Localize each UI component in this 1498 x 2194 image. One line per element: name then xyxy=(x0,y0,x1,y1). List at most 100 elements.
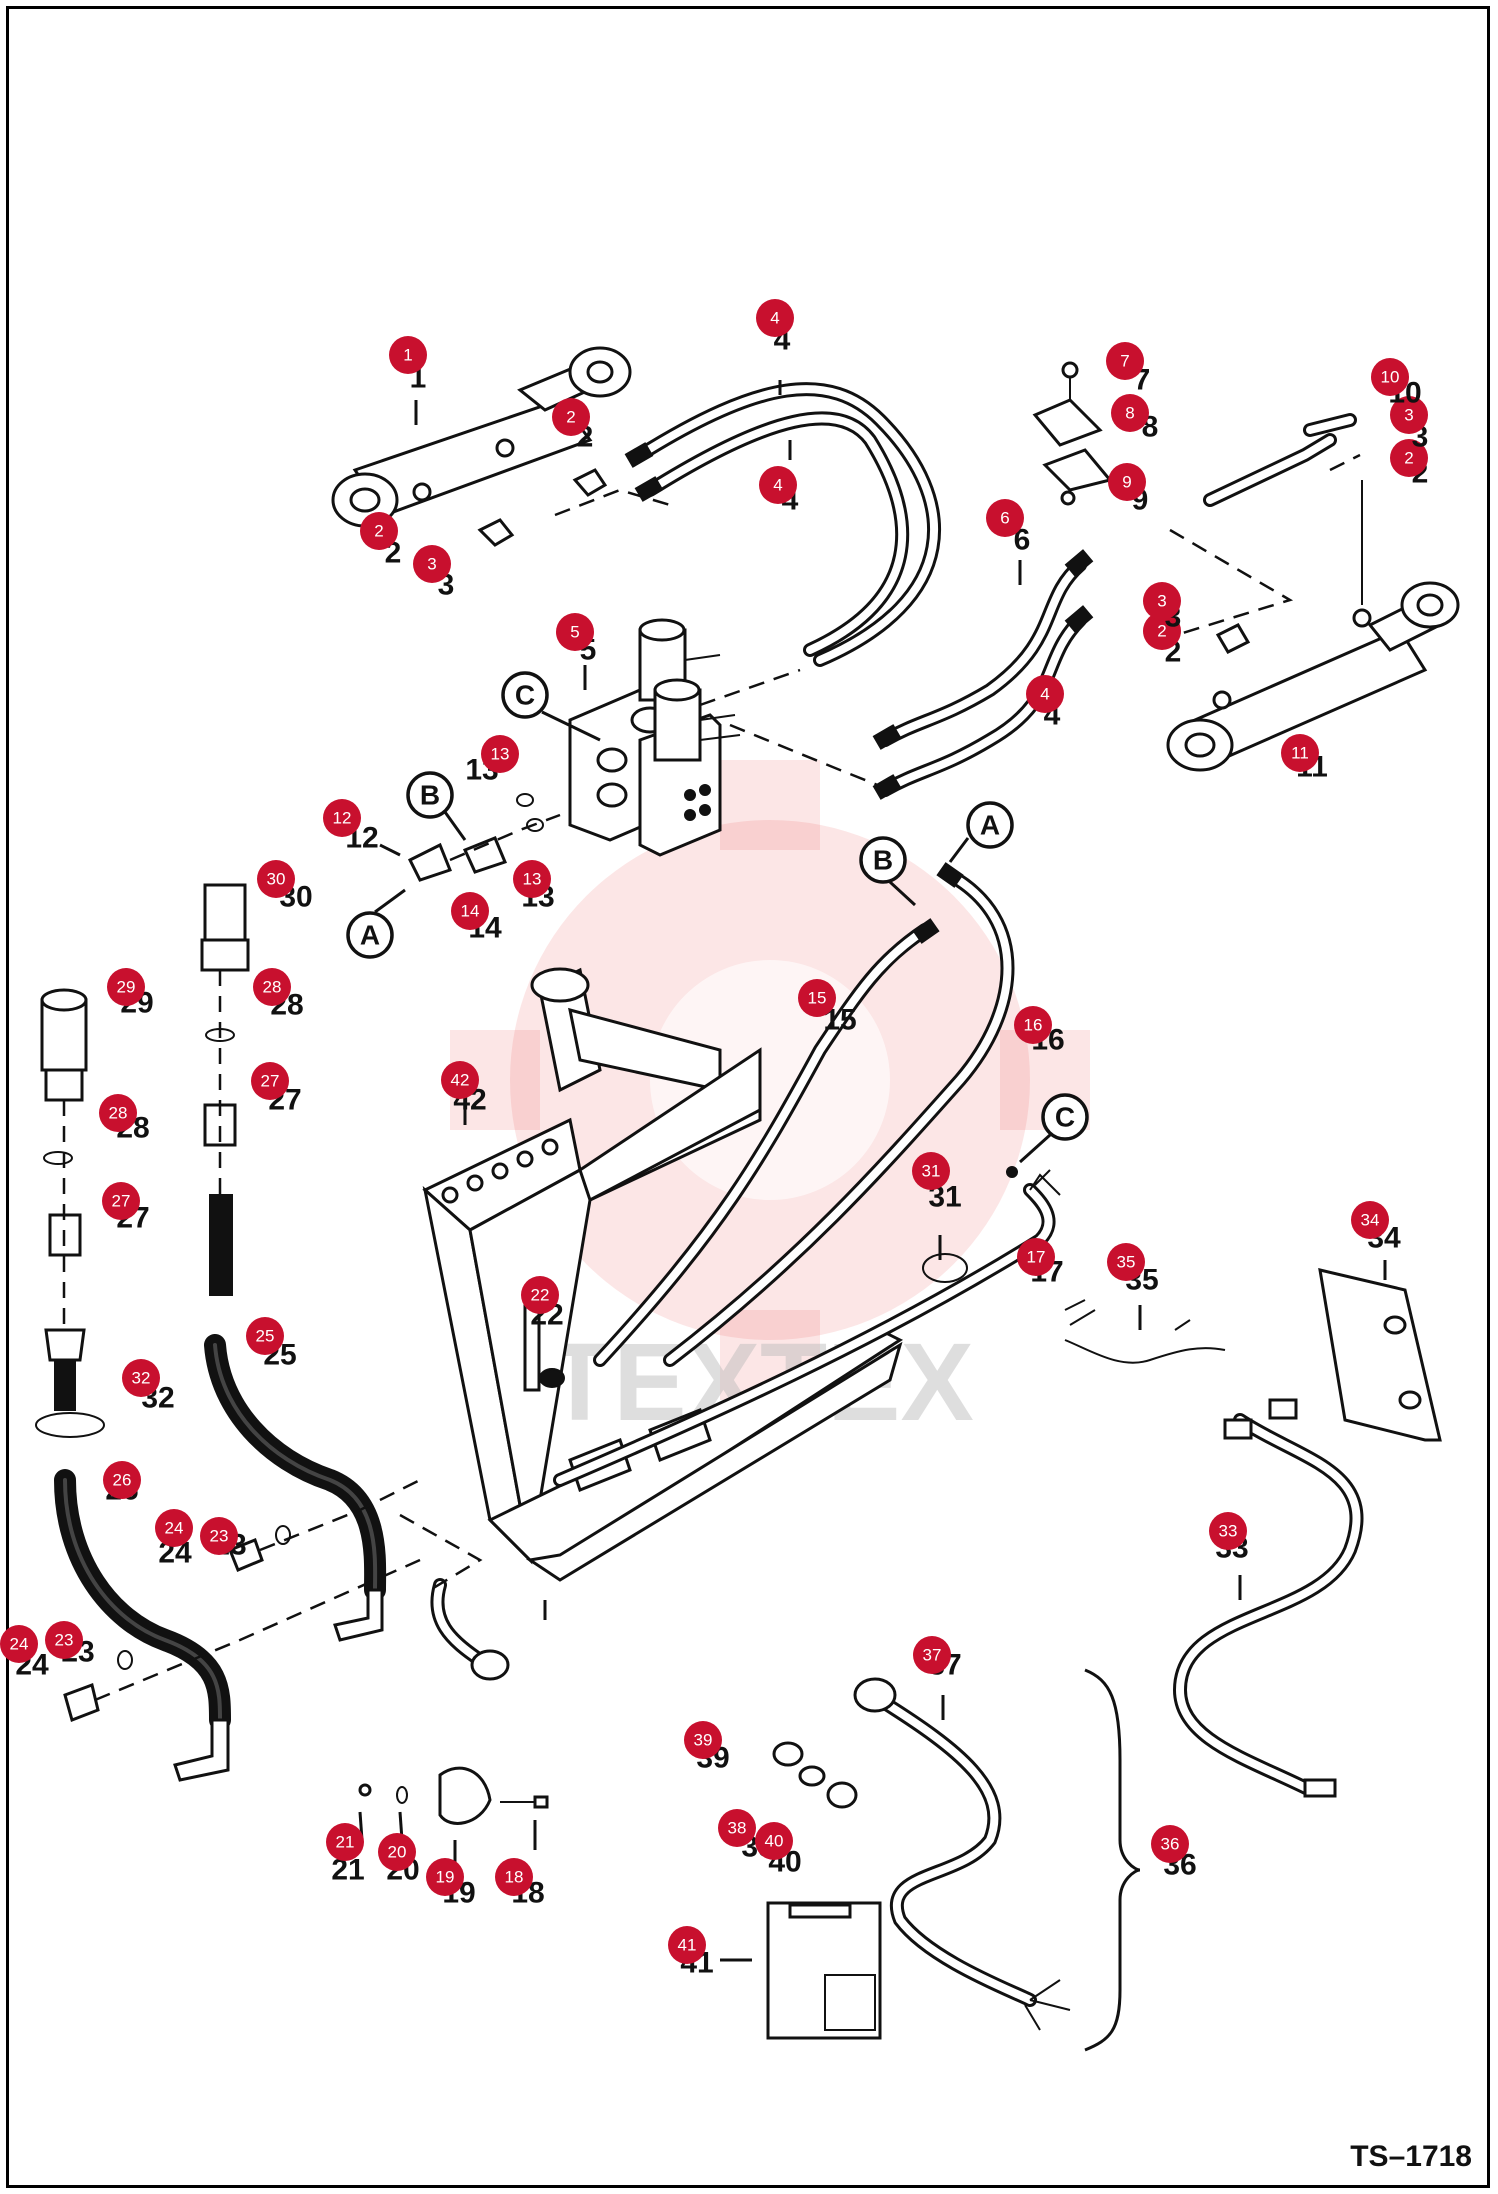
part-label-5: 55 xyxy=(556,613,596,667)
control-valve xyxy=(568,618,741,857)
part-badge: 13 xyxy=(481,735,519,773)
harness-17 xyxy=(553,1166,1061,1487)
svg-text:4: 4 xyxy=(773,476,782,495)
svg-text:39: 39 xyxy=(694,1731,713,1750)
svg-text:27: 27 xyxy=(261,1072,280,1091)
fittings-12-14 xyxy=(407,793,561,882)
part-badge: 26 xyxy=(103,1461,141,1499)
part-badge: 39 xyxy=(684,1721,722,1759)
part-badge: 30 xyxy=(257,860,295,898)
svg-text:13: 13 xyxy=(491,745,510,764)
part-badge: 28 xyxy=(99,1094,137,1132)
part-label-26: 2626 xyxy=(103,1461,141,1507)
part-badge: 3 xyxy=(1143,582,1181,620)
part-badge: 5 xyxy=(556,613,594,651)
svg-text:23: 23 xyxy=(55,1631,74,1650)
part-label-17: 1717 xyxy=(1017,1238,1064,1289)
svg-text:4: 4 xyxy=(1040,685,1049,704)
part-badge: 20 xyxy=(378,1833,416,1871)
part-badge: 4 xyxy=(1026,675,1064,713)
svg-text:7: 7 xyxy=(1120,352,1129,371)
svg-text:19: 19 xyxy=(436,1868,455,1887)
part-badge: 15 xyxy=(798,979,836,1017)
svg-text:25: 25 xyxy=(256,1327,275,1346)
callout-A-bottom: A xyxy=(346,911,394,959)
part-badge: 22 xyxy=(521,1276,559,1314)
part-label-2: 22 xyxy=(552,398,593,454)
part-badge: 4 xyxy=(759,466,797,504)
part-badge: 23 xyxy=(45,1621,83,1659)
part-badge: 3 xyxy=(1390,396,1428,434)
part-label-4: 44 xyxy=(759,466,799,517)
part-label-2: 22 xyxy=(360,512,401,570)
harness-35 xyxy=(1064,1299,1226,1364)
manual-41 xyxy=(766,1901,882,2040)
svg-text:20: 20 xyxy=(388,1843,407,1862)
part-label-11: 1111 xyxy=(1281,734,1328,784)
svg-text:A: A xyxy=(980,810,1000,841)
svg-text:23: 23 xyxy=(210,1527,229,1546)
svg-text:22: 22 xyxy=(531,1286,550,1305)
svg-text:11: 11 xyxy=(1291,744,1309,763)
part-label-3: 33 xyxy=(1390,396,1428,454)
part-badge: 14 xyxy=(451,892,489,930)
part-badge: 40 xyxy=(755,1822,793,1860)
callout-B-right: B xyxy=(859,836,907,884)
svg-text:1: 1 xyxy=(403,346,412,365)
svg-text:A: A xyxy=(360,920,380,951)
svg-text:9: 9 xyxy=(1122,473,1131,492)
svg-text:C: C xyxy=(515,680,535,711)
part-badge: 37 xyxy=(913,1636,951,1674)
svg-text:2: 2 xyxy=(566,408,575,427)
callout-B-left: B xyxy=(406,771,454,819)
svg-text:13: 13 xyxy=(523,870,542,889)
svg-text:8: 8 xyxy=(1125,404,1134,423)
part-badge: 35 xyxy=(1107,1243,1145,1281)
part-badge: 42 xyxy=(441,1061,479,1099)
part-badge: 18 xyxy=(495,1858,533,1896)
svg-text:5: 5 xyxy=(570,623,579,642)
svg-text:42: 42 xyxy=(451,1071,470,1090)
part-label-2: 22 xyxy=(1143,612,1181,669)
part-badge: 16 xyxy=(1014,1006,1052,1044)
part-badge: 7 xyxy=(1106,342,1144,380)
part-badge: 32 xyxy=(122,1359,160,1397)
svg-text:24: 24 xyxy=(165,1519,184,1538)
part-badge: 24 xyxy=(155,1509,193,1547)
part-label-8: 88 xyxy=(1111,394,1158,444)
svg-text:18: 18 xyxy=(505,1868,524,1887)
svg-text:2: 2 xyxy=(374,522,383,541)
part-badge: 1 xyxy=(389,336,427,374)
svg-text:41: 41 xyxy=(678,1936,697,1955)
reference-code: TS–1718 xyxy=(1350,2140,1472,2173)
part-badge: 12 xyxy=(323,799,361,837)
part-badge: 6 xyxy=(986,499,1024,537)
svg-text:2: 2 xyxy=(1404,449,1413,468)
part-badge: 23 xyxy=(200,1517,238,1555)
svg-text:C: C xyxy=(1055,1102,1075,1133)
black-hoses xyxy=(54,1334,421,1782)
svg-text:B: B xyxy=(420,780,440,811)
grommets-38-40 xyxy=(772,1741,858,1809)
svg-text:38: 38 xyxy=(728,1819,747,1838)
part-badge: 24 xyxy=(0,1625,38,1663)
